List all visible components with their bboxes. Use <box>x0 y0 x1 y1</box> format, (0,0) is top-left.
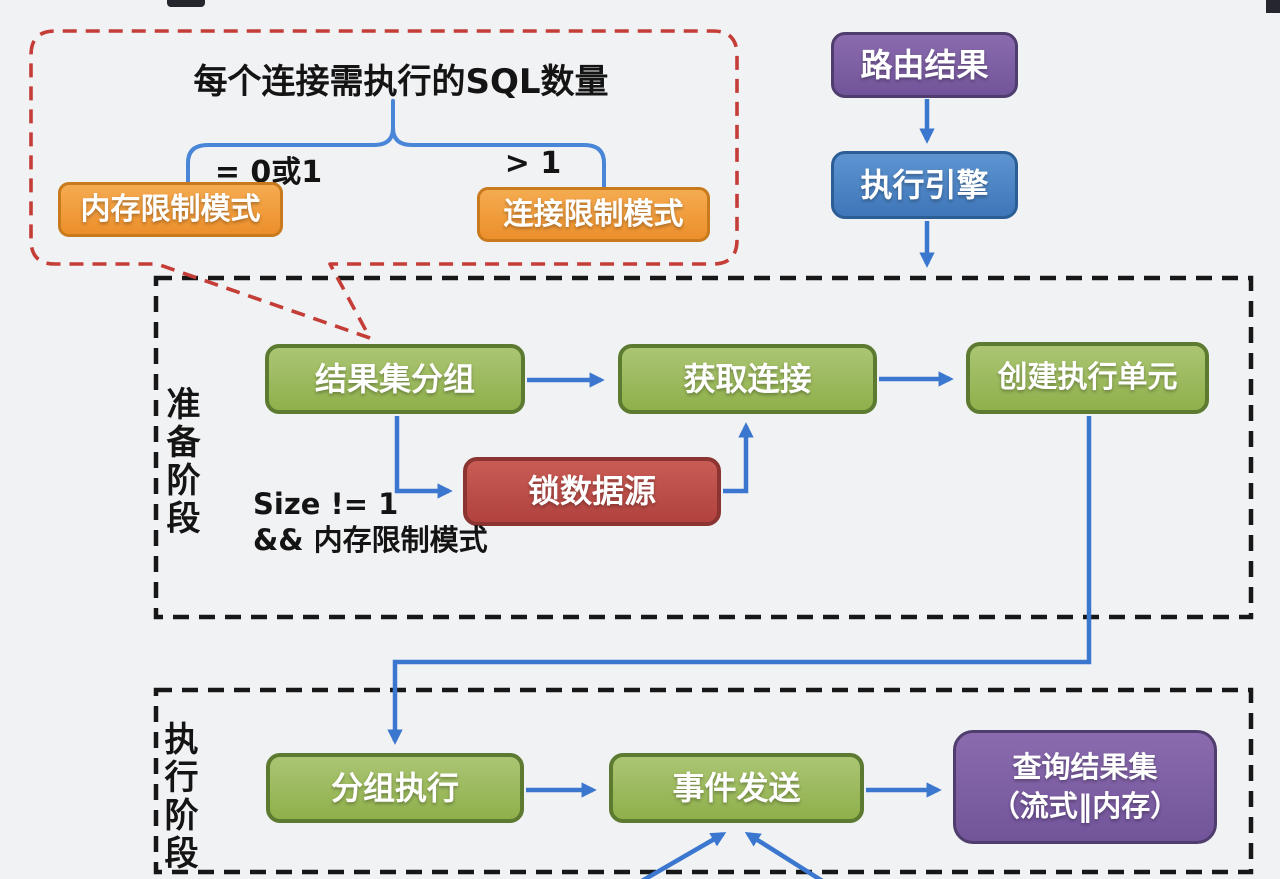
route-result-node: 路由结果 <box>831 32 1018 98</box>
query-result-line1: 查询结果集 <box>1012 749 1158 784</box>
branch-condition-right: > 1 <box>504 146 562 181</box>
size-condition-line1: Size != 1 <box>253 487 399 521</box>
arrow-below-right-to-event <box>744 831 824 879</box>
query-result-line2: （流式‖内存） <box>990 789 1180 823</box>
arrow-create-to-groupexec <box>387 416 1092 745</box>
arrow-group-to-lock <box>394 416 453 499</box>
flow-arrows <box>387 99 1092 879</box>
cropped-artifact-top-right <box>1266 0 1280 13</box>
exec-engine-node: 执行引擎 <box>831 151 1018 219</box>
query-result-set-node: 查询结果集 （流式‖内存） <box>953 730 1217 844</box>
brace-right-arm <box>391 99 606 191</box>
execute-stage-label: 执行阶段 <box>158 721 198 873</box>
callout-title: 每个连接需执行的SQL数量 <box>193 62 609 102</box>
event-send-node: 事件发送 <box>609 753 864 823</box>
group-results-node: 结果集分组 <box>265 344 525 414</box>
connection-limit-mode-node: 连接限制模式 <box>477 187 710 242</box>
execute-stage-box <box>153 687 1254 875</box>
group-exec-node: 分组执行 <box>266 753 524 823</box>
cropped-artifact-top-left <box>167 0 205 7</box>
memory-limit-mode-node: 内存限制模式 <box>58 182 283 237</box>
prepare-stage-label: 准备阶段 <box>160 386 200 538</box>
acquire-connection-node: 获取连接 <box>618 344 877 414</box>
size-condition-line2: && 内存限制模式 <box>253 523 488 557</box>
size-condition-annotation: Size != 1 && 内存限制模式 <box>253 486 488 558</box>
arrow-lock-to-acquire <box>723 422 754 494</box>
create-exec-unit-node: 创建执行单元 <box>966 342 1209 414</box>
lock-datasource-node: 锁数据源 <box>463 457 721 526</box>
callout-outline <box>29 29 739 340</box>
prepare-stage-box <box>153 275 1254 620</box>
arrow-below-left-to-event <box>640 832 727 879</box>
